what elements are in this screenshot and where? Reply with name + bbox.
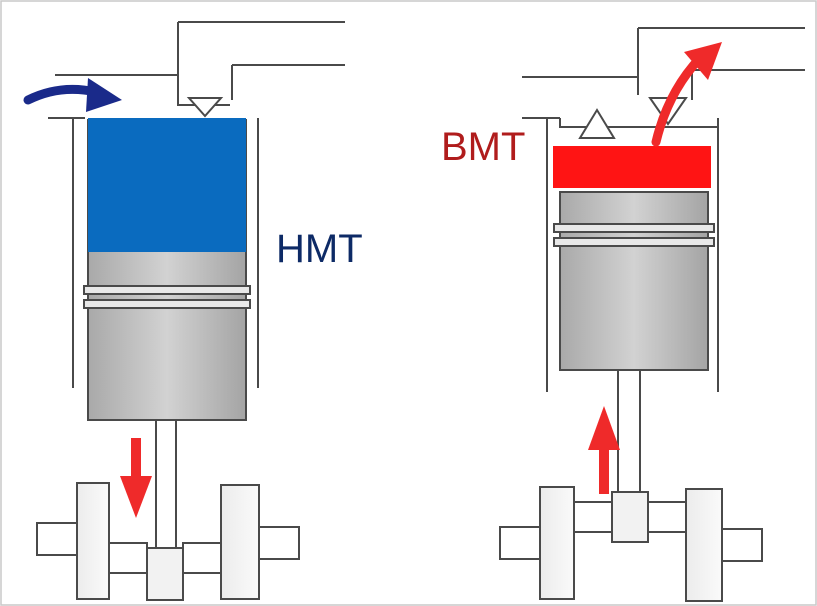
right-compressor-unit (522, 27, 805, 392)
piston-ring (83, 299, 251, 309)
curved-arrow-right-icon (23, 78, 122, 112)
crank-pin (146, 547, 184, 601)
crank-web (685, 488, 723, 602)
left-gas-volume (88, 118, 246, 252)
hmt-label: HMT (276, 227, 363, 271)
crank-web (539, 486, 575, 600)
arrow-up-icon (588, 406, 620, 494)
curved-arrow-up-icon (651, 42, 722, 147)
right-compressed-volume (553, 146, 711, 188)
right-piston (553, 191, 715, 371)
crank-pin (611, 491, 649, 543)
piston-ring (83, 285, 251, 295)
piston-ring (553, 237, 715, 247)
valve-icon (578, 108, 616, 139)
valve-icon (186, 97, 224, 118)
right-connecting-rod (617, 369, 641, 499)
piston-ring (553, 223, 715, 233)
right-crankshaft (499, 486, 763, 602)
arrow-down-icon (120, 438, 152, 518)
crank-web (76, 482, 110, 600)
left-connecting-rod (155, 419, 177, 553)
bmt-label: BMT (441, 125, 526, 169)
left-crankshaft (36, 482, 300, 601)
crank-web (220, 484, 260, 600)
